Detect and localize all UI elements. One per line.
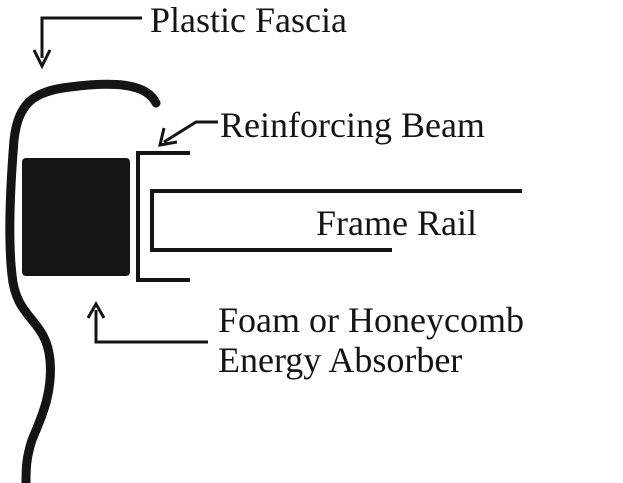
plastic-fascia-shape [5, 79, 161, 483]
reinforcing-beam-shape [136, 151, 190, 282]
label-frame-rail: Frame Rail [316, 203, 477, 243]
frame-rail-shape [150, 189, 522, 252]
beam-leader-arrowhead [158, 127, 178, 147]
energy-absorber-block [22, 158, 130, 276]
beam-leader [158, 120, 218, 147]
fascia-leader-line [40, 16, 142, 58]
absorber-leader-arrowhead [86, 300, 106, 319]
fascia-leader [32, 16, 142, 70]
absorber-leader [86, 300, 208, 344]
beam-leader-line [163, 120, 218, 144]
absorber-leader-line [94, 310, 208, 344]
label-absorber-line2: Energy Absorber [218, 340, 462, 380]
label-plastic-fascia: Plastic Fascia [150, 0, 347, 40]
label-absorber-line1: Foam or Honeycomb [218, 300, 524, 340]
fascia-leader-arrowhead [32, 49, 52, 70]
label-reinforcing-beam: Reinforcing Beam [220, 105, 485, 145]
